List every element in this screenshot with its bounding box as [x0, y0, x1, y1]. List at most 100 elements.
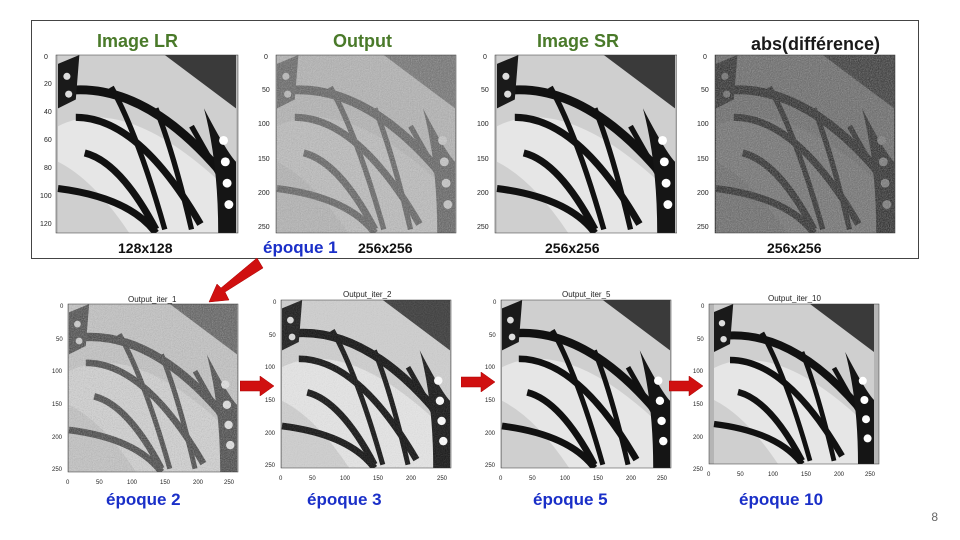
it2-xtick-150: 150	[373, 476, 384, 482]
it5-xtick-0: 0	[499, 476, 503, 482]
subtitle-iter-2: Output_iter_2	[343, 290, 392, 299]
epoch-label-5: époque 5	[533, 490, 608, 509]
diff-ytick-200: 200	[697, 190, 709, 197]
subtitle-iter-1: Output_iter_1	[128, 295, 177, 304]
lr-ytick-120: 120	[40, 221, 52, 228]
epoch-label-10: époque 10	[739, 490, 824, 509]
it5-ytick-100: 100	[485, 365, 496, 371]
sr-ytick-150: 150	[477, 156, 489, 163]
it1-ytick-100: 100	[52, 369, 63, 375]
plot-output: 0 50 100 150 200 250	[258, 53, 458, 235]
diff-ytick-50: 50	[701, 87, 709, 94]
plot-image-sr: 0 50 100 150 200 250	[477, 53, 677, 235]
it2-xtick-250: 250	[437, 476, 448, 482]
size-label-diff: 256x256	[767, 240, 822, 256]
it10-ytick-100: 100	[693, 369, 704, 375]
sr-ytick-0: 0	[483, 54, 487, 61]
it1-xtick-250: 250	[224, 480, 235, 486]
it5-ytick-250: 250	[485, 463, 496, 469]
lr-yticks: 0 20 40 60 80 100 120	[40, 54, 52, 228]
it1-ytick-0: 0	[60, 304, 64, 310]
diff-ytick-150: 150	[697, 156, 709, 163]
subtitle-iter-10: Output_iter_10	[768, 294, 821, 303]
it2-xtick-200: 200	[406, 476, 417, 482]
it2-ytick-100: 100	[265, 365, 276, 371]
it10-xtick-50: 50	[737, 472, 744, 478]
plot-image-lr: 0 20 40 60 80 100 120	[40, 53, 240, 235]
page-number: 8	[931, 510, 938, 524]
it5-xtick-50: 50	[529, 476, 536, 482]
it10-xtick-250: 250	[865, 472, 876, 478]
output-ytick-250: 250	[258, 224, 270, 231]
title-image-sr: Image SR	[537, 31, 620, 51]
lr-ytick-20: 20	[44, 81, 52, 88]
lr-ytick-80: 80	[44, 165, 52, 172]
output-ytick-150: 150	[258, 156, 270, 163]
it2-ytick-200: 200	[265, 431, 276, 437]
it1-ytick-200: 200	[52, 435, 63, 441]
it1-ytick-150: 150	[52, 402, 63, 408]
lr-ytick-60: 60	[44, 137, 52, 144]
it2-xtick-100: 100	[340, 476, 351, 482]
it1-xtick-100: 100	[127, 480, 138, 486]
it2-xtick-0: 0	[279, 476, 283, 482]
it5-ytick-50: 50	[489, 333, 496, 339]
size-label-output: 256x256	[358, 240, 413, 256]
it10-xtick-150: 150	[801, 472, 812, 478]
title-output: Output	[333, 31, 392, 51]
sr-ytick-50: 50	[481, 87, 489, 94]
it1-xtick-150: 150	[160, 480, 171, 486]
it10-xtick-0: 0	[707, 472, 711, 478]
it1-xtick-50: 50	[96, 480, 103, 486]
diff-ytick-0: 0	[703, 54, 707, 61]
it1-xtick-0: 0	[66, 480, 70, 486]
it5-ytick-200: 200	[485, 431, 496, 437]
output-ytick-50: 50	[262, 87, 270, 94]
it10-ytick-250: 250	[693, 467, 704, 473]
plot-abs-difference: 0 50 100 150 200 250	[697, 53, 897, 235]
it5-ytick-150: 150	[485, 398, 496, 404]
it10-ytick-50: 50	[697, 337, 704, 343]
it10-ytick-200: 200	[693, 435, 704, 441]
it10-xtick-200: 200	[834, 472, 845, 478]
output-ytick-100: 100	[258, 121, 270, 128]
output-ytick-200: 200	[258, 190, 270, 197]
diff-ytick-100: 100	[697, 121, 709, 128]
plot-iter-1: 0 50 100 150 200 250 0 50 100 150 200 25…	[52, 302, 242, 488]
output-ytick-0: 0	[264, 54, 268, 61]
it10-ytick-0: 0	[701, 304, 705, 310]
it2-ytick-150: 150	[265, 398, 276, 404]
title-abs-difference: abs(différence)	[751, 34, 881, 54]
right-arrow-icon-3	[668, 375, 704, 401]
it2-ytick-0: 0	[273, 300, 277, 306]
size-label-lr: 128x128	[118, 240, 173, 256]
it2-xtick-50: 50	[309, 476, 316, 482]
plot-iter-2: 0 50 100 150 200 250 0 50 100 150 200 25…	[265, 298, 455, 484]
right-arrow-icon-1	[239, 375, 275, 401]
lr-ytick-0: 0	[44, 54, 48, 61]
sr-ytick-200: 200	[477, 190, 489, 197]
sr-ytick-250: 250	[477, 224, 489, 231]
it1-ytick-50: 50	[56, 337, 63, 343]
it5-xtick-150: 150	[593, 476, 604, 482]
it10-xtick-100: 100	[768, 472, 779, 478]
it5-xtick-250: 250	[657, 476, 668, 482]
right-arrow-icon-2	[460, 371, 496, 397]
lr-ytick-40: 40	[44, 109, 52, 116]
it1-xtick-200: 200	[193, 480, 204, 486]
epoch-label-3: époque 3	[307, 490, 382, 509]
title-image-lr: Image LR	[97, 31, 179, 51]
diff-ytick-250: 250	[697, 224, 709, 231]
it1-ytick-250: 250	[52, 467, 63, 473]
it2-ytick-250: 250	[265, 463, 276, 469]
size-label-sr: 256x256	[545, 240, 600, 256]
it2-ytick-50: 50	[269, 333, 276, 339]
epoch-label-1: époque 1	[263, 238, 338, 257]
it5-ytick-0: 0	[493, 300, 497, 306]
it5-xtick-200: 200	[626, 476, 637, 482]
plot-iter-5: 0 50 100 150 200 250 0 50 100 150 200 25…	[485, 298, 675, 484]
sr-ytick-100: 100	[477, 121, 489, 128]
it5-xtick-100: 100	[560, 476, 571, 482]
plot-iter-10: 0 50 100 150 200 250 0 50 100 150 200 25…	[693, 302, 883, 488]
subtitle-iter-5: Output_iter_5	[562, 290, 611, 299]
